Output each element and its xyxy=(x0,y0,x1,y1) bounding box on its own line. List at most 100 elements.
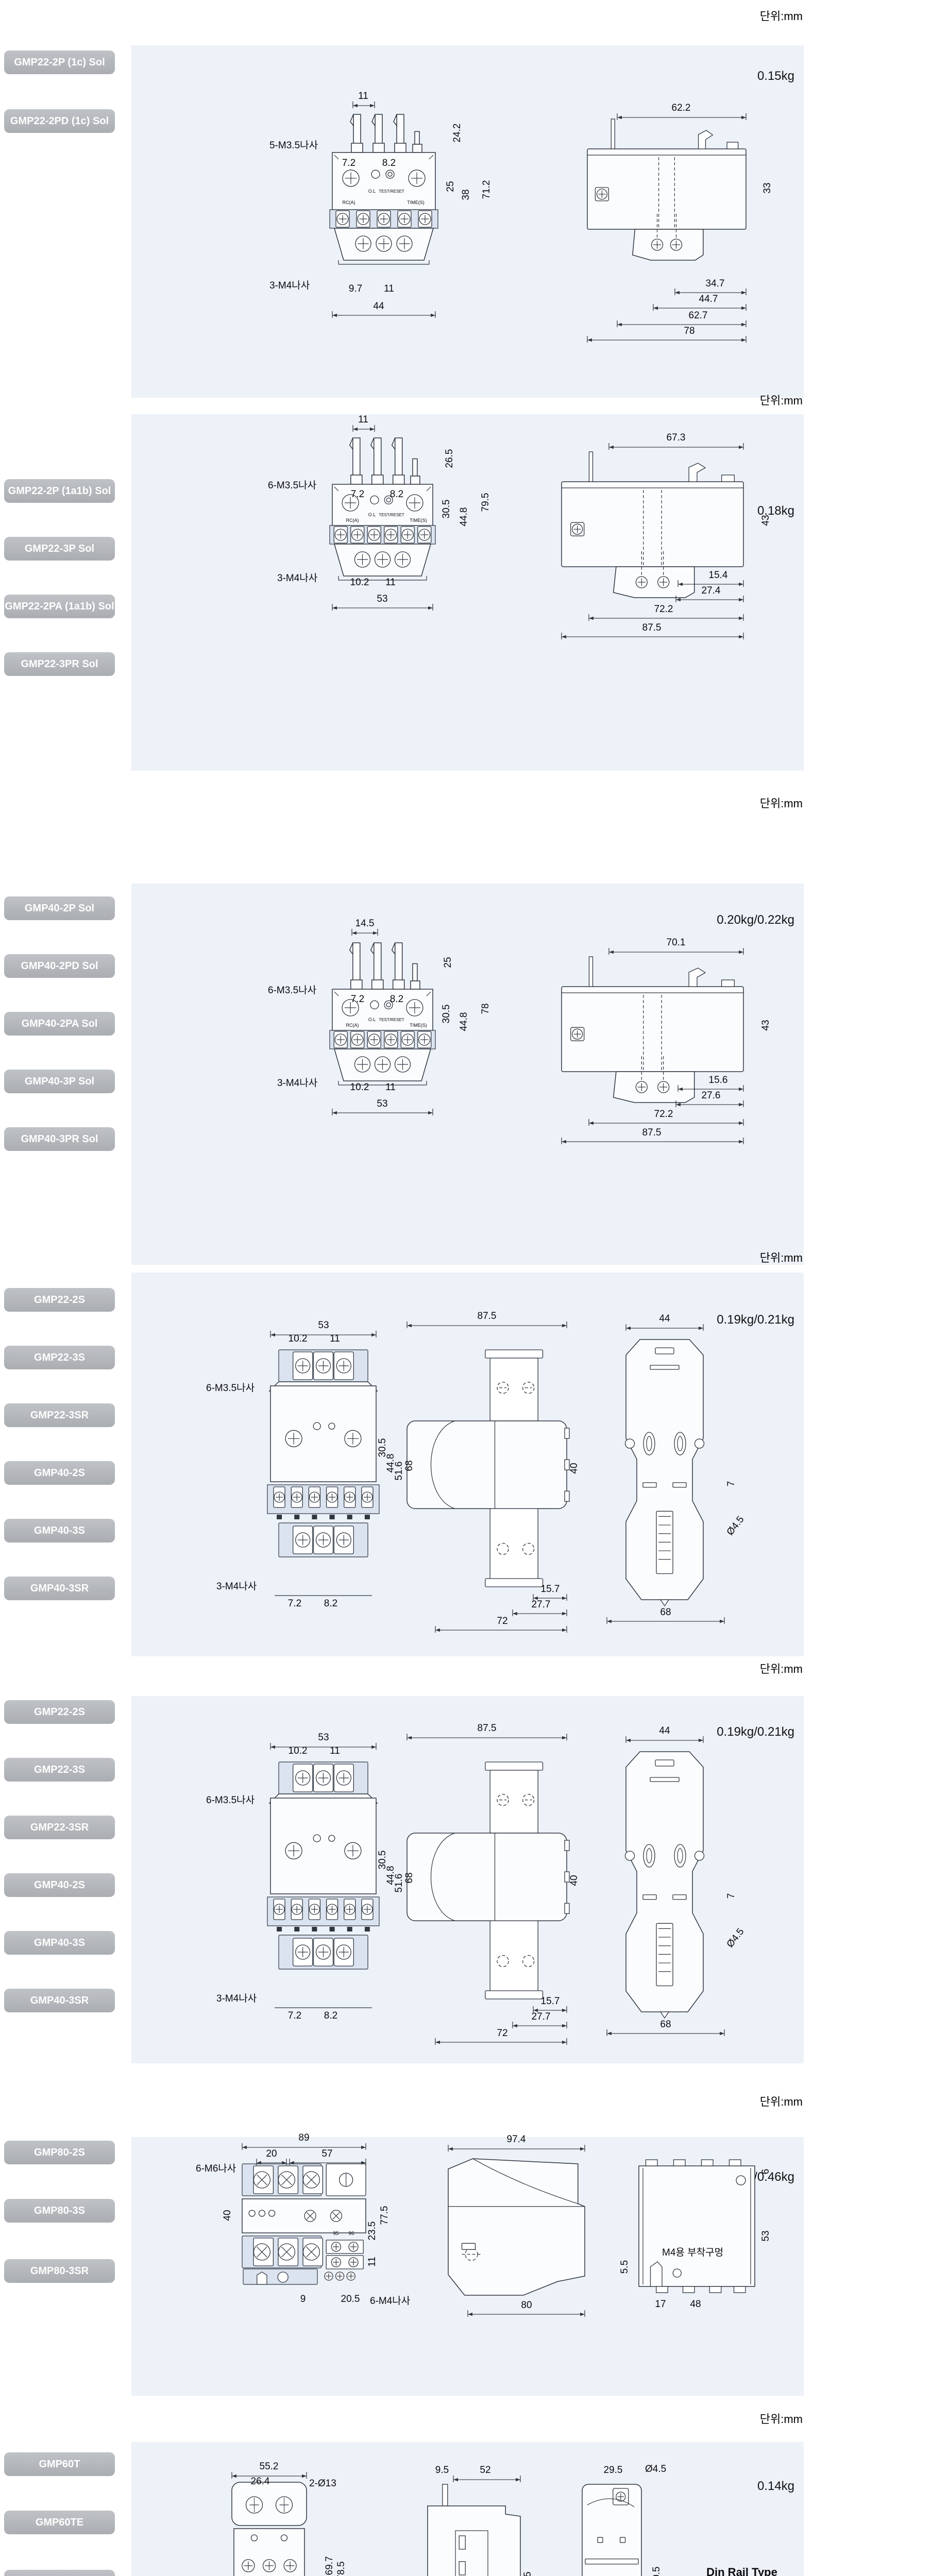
svg-text:38.5: 38.5 xyxy=(522,2572,533,2576)
svg-text:7: 7 xyxy=(726,1481,737,1487)
svg-text:10.2: 10.2 xyxy=(350,577,369,588)
svg-text:25: 25 xyxy=(443,957,453,968)
svg-text:48: 48 xyxy=(690,2299,701,2310)
svg-text:79.5: 79.5 xyxy=(480,493,491,512)
svg-text:44.8: 44.8 xyxy=(459,507,469,527)
svg-text:96: 96 xyxy=(348,2231,354,2236)
unit-label: 단위:mm xyxy=(759,797,803,810)
svg-text:6-M3.5나사: 6-M3.5나사 xyxy=(206,1382,255,1394)
svg-text:8.2: 8.2 xyxy=(390,489,403,500)
svg-text:M4용 부착구멍: M4용 부착구멍 xyxy=(662,2247,723,2258)
svg-text:72: 72 xyxy=(497,1616,507,1626)
svg-text:5-M3.5나사: 5-M3.5나사 xyxy=(269,140,318,151)
svg-text:51.6: 51.6 xyxy=(394,1462,404,1481)
model-badge: GMP22-3S xyxy=(4,1346,115,1369)
svg-text:77.5: 77.5 xyxy=(379,2206,390,2225)
svg-text:72.2: 72.2 xyxy=(654,1109,673,1120)
svg-text:9.5: 9.5 xyxy=(435,2465,449,2476)
svg-text:TIME(S): TIME(S) xyxy=(410,1023,427,1028)
model-badge: GMP22-2PD (1c) Sol xyxy=(4,109,115,133)
svg-text:11: 11 xyxy=(367,2257,378,2267)
svg-text:6-M4나사: 6-M4나사 xyxy=(370,2295,410,2307)
svg-text:O.L: O.L xyxy=(368,1017,376,1022)
model-badge: GMP40-3PR Sol xyxy=(4,1127,115,1151)
svg-text:11: 11 xyxy=(358,414,368,425)
svg-text:78: 78 xyxy=(480,1003,491,1014)
model-badge: GMP22-3P Sol xyxy=(4,537,115,561)
model-badge: GMP80-3S xyxy=(4,2199,115,2223)
model-badge: GMP40-2PA Sol xyxy=(4,1012,115,1036)
svg-text:27.6: 27.6 xyxy=(702,1090,721,1101)
svg-text:3-M4나사: 3-M4나사 xyxy=(269,280,310,291)
svg-text:44: 44 xyxy=(659,1725,670,1736)
model-badge: GMP60TE xyxy=(4,2511,115,2534)
svg-text:11: 11 xyxy=(358,91,368,101)
svg-text:O.L: O.L xyxy=(368,189,376,194)
svg-text:11: 11 xyxy=(384,283,394,294)
svg-text:15.4: 15.4 xyxy=(709,570,728,581)
svg-text:53: 53 xyxy=(318,1320,329,1331)
model-badge: GMP22-3PR Sol xyxy=(4,652,115,676)
svg-text:33: 33 xyxy=(762,182,773,193)
model-badge: GMP22-3S xyxy=(4,1758,115,1782)
svg-text:Din Rail Type: Din Rail Type xyxy=(706,2566,777,2576)
svg-text:44: 44 xyxy=(373,301,384,312)
svg-text:25: 25 xyxy=(445,181,456,192)
svg-text:87.5: 87.5 xyxy=(642,1127,662,1138)
svg-text:Ø4.5: Ø4.5 xyxy=(725,1514,747,1537)
svg-text:O.L: O.L xyxy=(368,512,376,517)
svg-text:2-Ø13: 2-Ø13 xyxy=(309,2478,336,2489)
svg-text:TEST/RESET: TEST/RESET xyxy=(379,189,404,194)
svg-text:6-M3.5나사: 6-M3.5나사 xyxy=(268,480,316,491)
svg-text:27.7: 27.7 xyxy=(532,2011,551,2022)
svg-text:5.5: 5.5 xyxy=(619,2260,630,2274)
svg-text:97.4: 97.4 xyxy=(507,2134,526,2145)
svg-text:68: 68 xyxy=(660,2019,671,2030)
svg-text:29.5: 29.5 xyxy=(604,2465,623,2476)
svg-text:8.2: 8.2 xyxy=(324,1598,337,1609)
model-badge: GMP22-3SR xyxy=(4,1403,115,1427)
model-badge: GMP40-2S xyxy=(4,1461,115,1485)
svg-text:68: 68 xyxy=(660,1607,671,1618)
svg-text:RC(A): RC(A) xyxy=(346,518,359,523)
svg-text:10.2: 10.2 xyxy=(350,1082,369,1093)
svg-text:78: 78 xyxy=(684,326,694,336)
svg-text:26.4: 26.4 xyxy=(251,2476,270,2487)
svg-text:53: 53 xyxy=(760,2230,771,2241)
svg-text:20.5: 20.5 xyxy=(341,2294,360,2304)
svg-text:30.5: 30.5 xyxy=(441,1005,452,1024)
svg-text:RC(A): RC(A) xyxy=(343,200,355,205)
svg-text:7.2: 7.2 xyxy=(288,1598,301,1609)
svg-text:7: 7 xyxy=(726,1893,737,1899)
svg-text:72.2: 72.2 xyxy=(654,604,673,615)
svg-text:44: 44 xyxy=(659,1313,670,1324)
svg-text:11: 11 xyxy=(385,577,396,588)
model-badge: GMP40-3S xyxy=(4,1519,115,1543)
svg-text:60.5: 60.5 xyxy=(651,2567,662,2576)
weight-label: 0.20kg/0.22kg xyxy=(717,913,794,927)
svg-text:95: 95 xyxy=(333,2231,339,2236)
svg-text:89: 89 xyxy=(298,2132,309,2143)
weight-label: 0.19kg/0.21kg xyxy=(717,1725,794,1739)
svg-text:8.2: 8.2 xyxy=(324,2010,337,2021)
model-badge: GMP22-2S xyxy=(4,1700,115,1724)
model-badge: GMP80-3SR xyxy=(4,2259,115,2283)
svg-text:15.6: 15.6 xyxy=(709,1075,728,1086)
svg-text:44.7: 44.7 xyxy=(699,294,718,304)
unit-label: 단위:mm xyxy=(759,2095,803,2108)
model-badge: GMP40-3SR xyxy=(4,1577,115,1600)
svg-text:55.2: 55.2 xyxy=(260,2461,279,2472)
svg-text:7.2: 7.2 xyxy=(351,994,364,1005)
svg-text:38: 38 xyxy=(461,189,471,200)
model-badge: GMP60T xyxy=(4,2452,115,2476)
svg-text:43: 43 xyxy=(760,1020,771,1030)
svg-text:8.2: 8.2 xyxy=(382,158,396,168)
weight-label: 0.19kg/0.21kg xyxy=(717,1313,794,1327)
svg-text:20: 20 xyxy=(266,2148,277,2159)
model-badge: GMP40-3SR xyxy=(4,1989,115,2012)
unit-label: 단위:mm xyxy=(759,10,803,23)
unit-label: 단위:mm xyxy=(759,394,803,407)
svg-text:40: 40 xyxy=(569,1875,580,1886)
svg-text:62.7: 62.7 xyxy=(689,310,708,321)
